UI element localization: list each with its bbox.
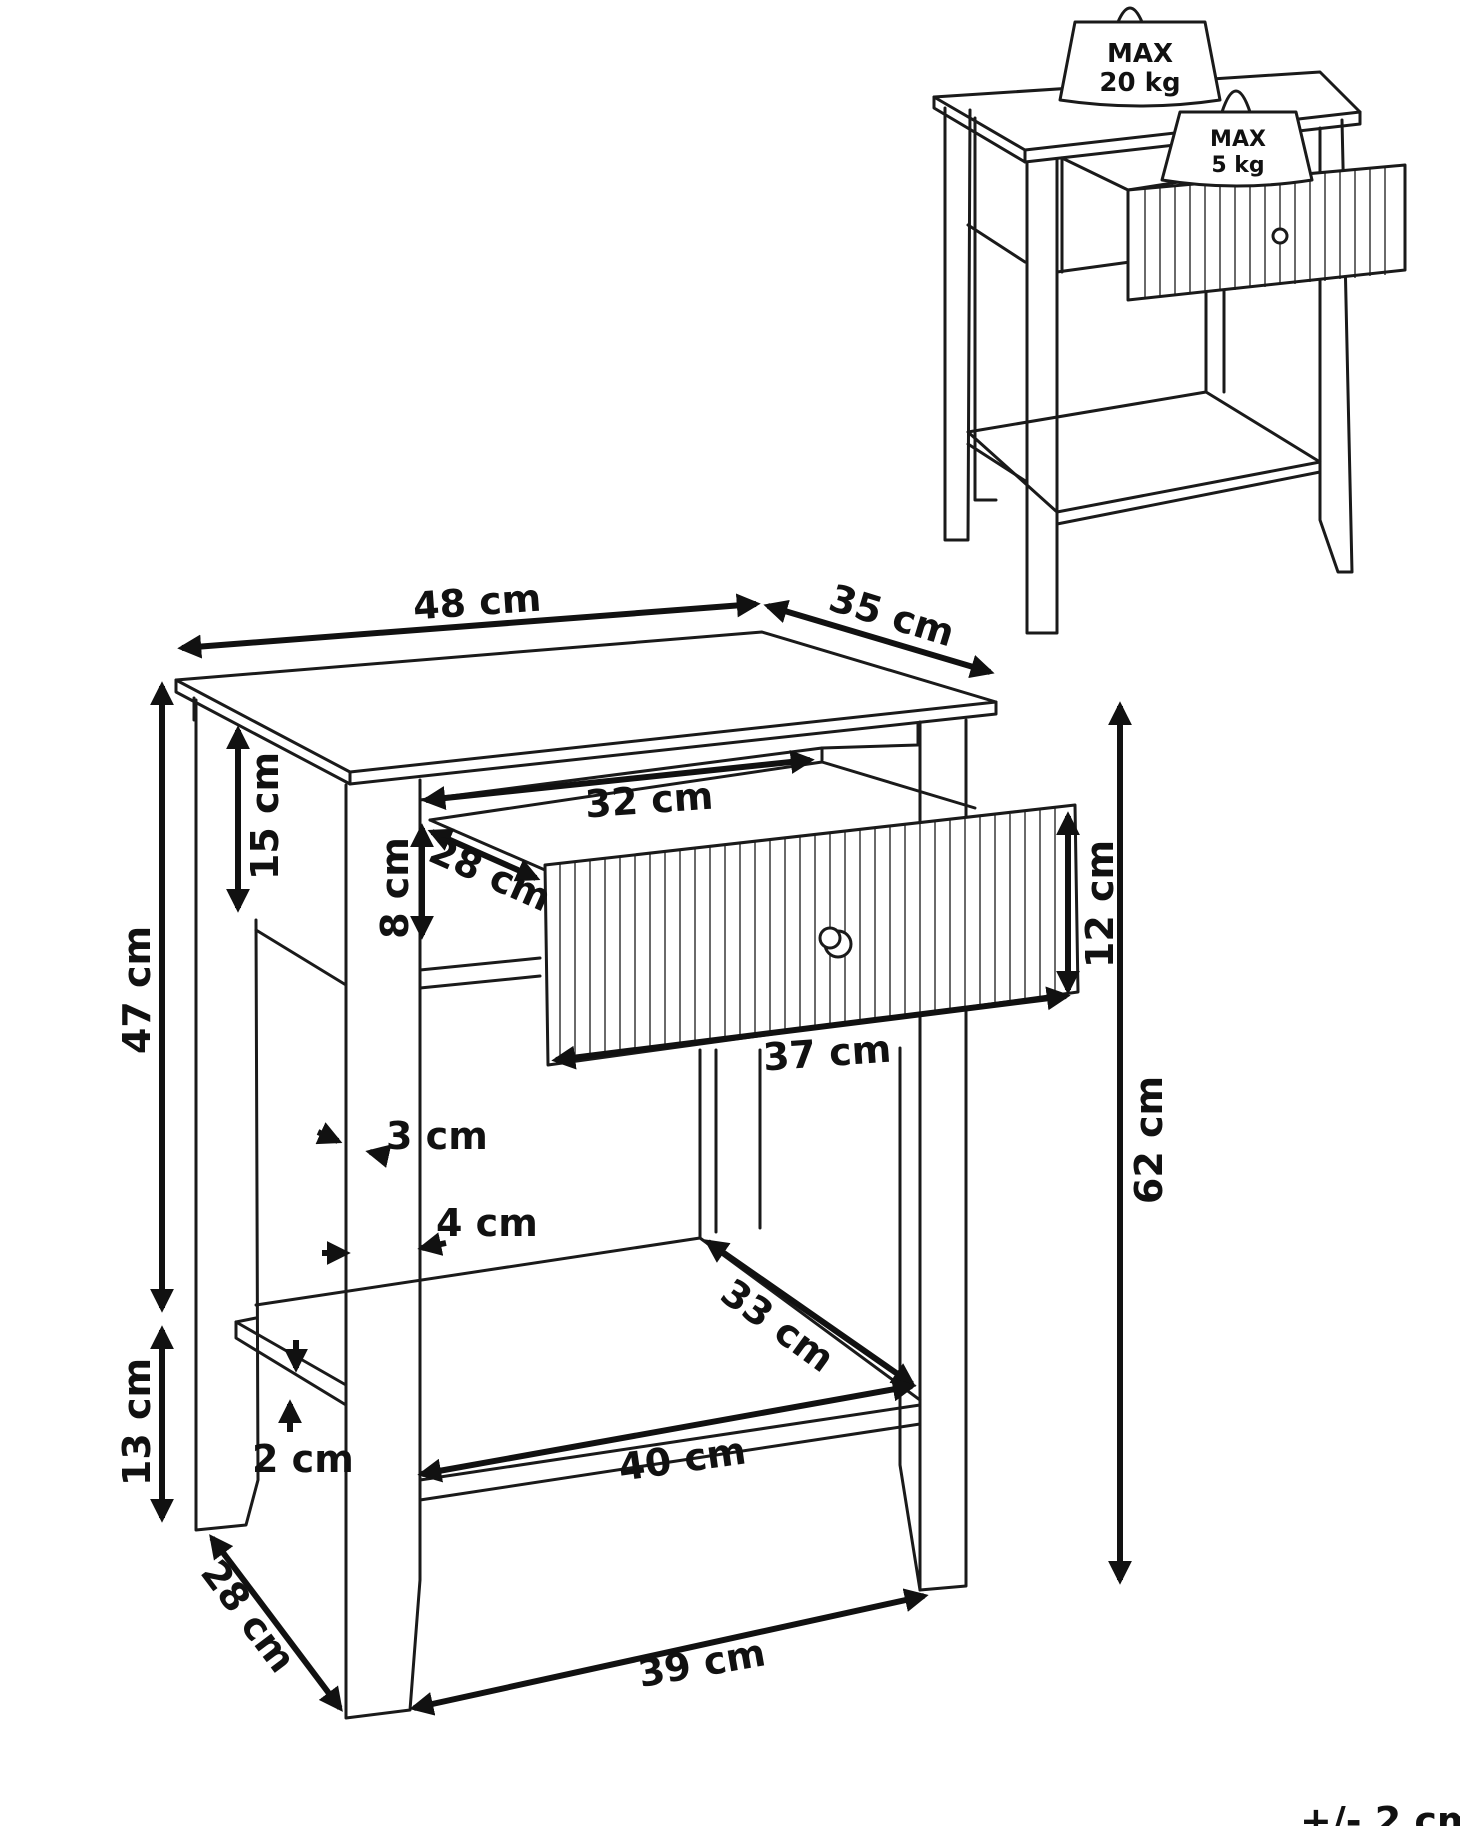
label-base-width: 39 cm: [635, 1630, 769, 1696]
label-shelf-thickness: 2 cm: [252, 1437, 354, 1481]
label-base-depth: 28 cm: [192, 1552, 304, 1681]
drawer-knob-icon: [818, 926, 853, 959]
label-drawer-inner-height: 8 cm: [373, 837, 417, 939]
label-width-top: 48 cm: [412, 576, 543, 629]
weight-drawer-value: 5 kg: [1211, 153, 1264, 178]
weight-top-max-label: MAX: [1107, 39, 1173, 69]
dimension-arrows: [150, 593, 1132, 1716]
weight-drawer-max-label: MAX: [1210, 127, 1266, 152]
label-leg-width-front: 3 cm: [386, 1114, 488, 1158]
label-drawer-front-width: 37 cm: [762, 1027, 893, 1080]
label-leg-width-side: 4 cm: [436, 1201, 538, 1245]
label-drawer-front-height: 12 cm: [1078, 840, 1122, 968]
label-shelf-height: 13 cm: [115, 1358, 159, 1486]
weight-top-icon: MAX 20 kg: [1058, 6, 1222, 108]
weight-top-value: 20 kg: [1099, 68, 1180, 98]
label-drawer-depth: 28 cm: [423, 828, 558, 920]
label-upper-clearance: 47 cm: [115, 926, 159, 1054]
weight-drawer-icon: MAX 5 kg: [1160, 89, 1314, 188]
label-tolerance: +/- 2 cm: [1300, 1799, 1460, 1826]
small-table-illustration: MAX 20 kg MAX 5 kg: [932, 6, 1407, 635]
label-total-height: 62 cm: [1127, 1076, 1171, 1204]
small-knob-icon: [1271, 227, 1289, 245]
label-drawer-width: 32 cm: [584, 774, 715, 827]
label-apron-height: 15 cm: [243, 752, 287, 880]
